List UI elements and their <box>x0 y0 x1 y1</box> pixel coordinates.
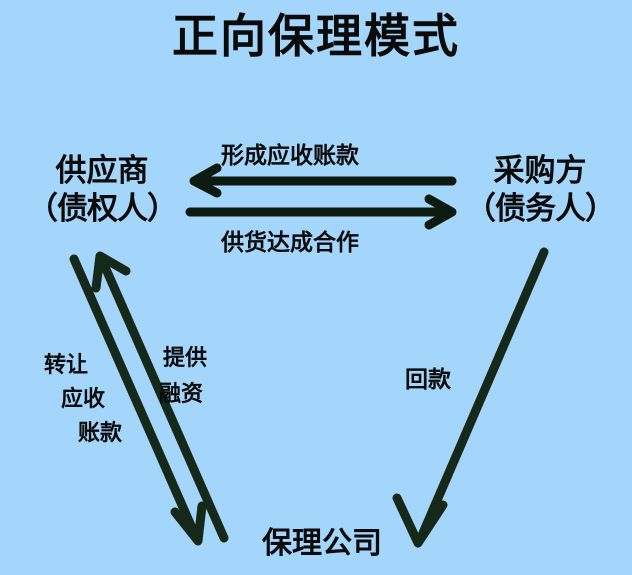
edge-label-assign-receivable-line1: 转让 <box>44 352 89 377</box>
node-factoring-company-name: 保理公司 <box>262 527 382 560</box>
node-supplier-name: 供应商 <box>55 153 149 188</box>
page-title: 正向保理模式 <box>172 9 460 63</box>
edge-receivable-formed-arrow <box>189 163 457 198</box>
node-buyer-role: （债务人） <box>465 191 616 226</box>
edge-repayment-arrow <box>392 247 549 548</box>
edge-label-supply-cooperation: 供货达成合作 <box>221 230 359 255</box>
edge-label-assign-receivable: 转让 应收 账款 <box>44 348 122 450</box>
node-buyer-name: 采购方 <box>493 153 587 188</box>
node-buyer: 采购方 （债务人） <box>452 152 628 228</box>
edge-label-assign-receivable-line2: 应收 <box>61 386 106 411</box>
edge-label-receivable-formed: 形成应收账款 <box>221 143 359 168</box>
edge-label-assign-receivable-line3: 账款 <box>78 420 123 445</box>
edge-label-provide-financing: 提供 融资 <box>159 340 207 412</box>
edge-label-repayment: 回款 <box>405 367 451 392</box>
node-supplier-role: （债权人） <box>27 191 178 226</box>
edge-label-provide-financing-line1: 提供 <box>163 345 208 370</box>
node-factoring-company: 保理公司 <box>232 526 412 562</box>
edge-supply-cooperation-arrow <box>185 194 457 230</box>
edge-label-provide-financing-line2: 融资 <box>159 381 204 406</box>
node-supplier: 供应商 （债权人） <box>12 152 192 228</box>
